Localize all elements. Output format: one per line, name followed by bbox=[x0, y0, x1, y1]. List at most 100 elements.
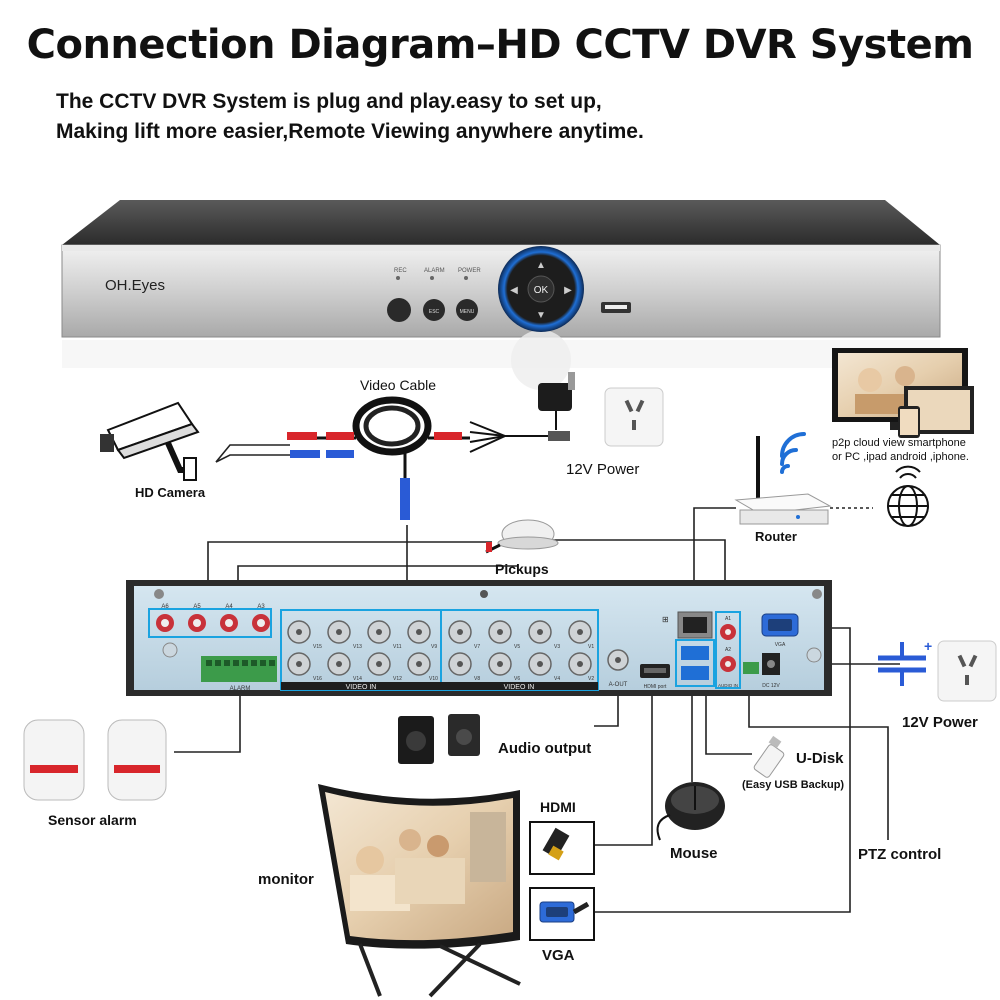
router-icon bbox=[734, 436, 832, 525]
speaker-icon bbox=[398, 714, 480, 764]
v7-label: V7 bbox=[474, 644, 480, 650]
svg-text:+: + bbox=[924, 638, 932, 654]
v10-label: V10 bbox=[429, 676, 438, 682]
v14-label: V14 bbox=[353, 676, 362, 682]
v5-label: V5 bbox=[514, 644, 520, 650]
wall-outlet-top-icon bbox=[604, 387, 664, 447]
power-led bbox=[464, 276, 468, 280]
sensor-alarm-icon bbox=[23, 719, 167, 801]
dc-label: DC 12V bbox=[762, 683, 780, 689]
brand-logo: OH.Eyes bbox=[105, 277, 165, 294]
p2p-line-1: p2p cloud view smartphone bbox=[832, 437, 966, 449]
a2-label: A2 bbox=[725, 647, 731, 653]
a5-label: A5 bbox=[193, 604, 201, 610]
a6-label: A6 bbox=[161, 604, 169, 610]
subtitle-line-1: The CCTV DVR System is plug and play.eas… bbox=[56, 90, 602, 113]
a-out-label: A-OUT bbox=[609, 682, 628, 688]
dvr-front-unit bbox=[61, 200, 941, 390]
hdmi-cable-icon bbox=[542, 827, 570, 861]
usb-flash-drive-icon bbox=[753, 735, 785, 778]
power-top-label: 12V Power bbox=[566, 461, 640, 478]
hdmi-label: HDMI bbox=[540, 799, 576, 815]
hdmi-port-label: HDMI port bbox=[644, 684, 667, 690]
alarm-led bbox=[430, 276, 434, 280]
network-icon: ⊞ bbox=[662, 615, 669, 624]
mouse-icon bbox=[656, 782, 725, 841]
esc-label: ESC bbox=[429, 309, 440, 315]
a1-label: A1 bbox=[725, 616, 731, 622]
ok-button[interactable] bbox=[527, 275, 555, 303]
audio-in-group bbox=[148, 608, 272, 638]
mouse-label: Mouse bbox=[670, 845, 718, 862]
video-cable-label: Video Cable bbox=[360, 377, 437, 393]
v6-label: V6 bbox=[514, 676, 520, 682]
vga-label: VGA bbox=[542, 947, 575, 964]
pickup-microphone-icon bbox=[485, 519, 559, 554]
audio-in-jacks[interactable] bbox=[156, 614, 270, 632]
usb-backup-label: (Easy USB Backup) bbox=[742, 779, 845, 791]
monitor-label: monitor bbox=[258, 871, 314, 888]
up-arrow-icon: ▲ bbox=[536, 260, 546, 271]
audio-output-label: Audio output bbox=[498, 740, 592, 757]
sensor-alarm-label: Sensor alarm bbox=[48, 812, 137, 828]
ok-label: OK bbox=[534, 285, 549, 296]
ir-receiver-icon bbox=[387, 298, 411, 322]
alarm-terminal-block[interactable] bbox=[201, 656, 277, 682]
a3-label: A3 bbox=[257, 604, 265, 610]
usb-port-1[interactable] bbox=[681, 646, 709, 660]
alarm-led-label: ALARM bbox=[424, 268, 445, 274]
v8-label: V8 bbox=[474, 676, 480, 682]
rs485-terminal[interactable] bbox=[743, 662, 759, 674]
right-arrow-icon: ▶ bbox=[564, 285, 572, 296]
pickups-label: Pickups bbox=[495, 561, 549, 577]
page-title: Connection Diagram–HD CCTV DVR System bbox=[26, 22, 974, 68]
menu-label: MENU bbox=[460, 309, 475, 315]
v9-label: V9 bbox=[431, 644, 437, 650]
hd-camera-label: HD Camera bbox=[135, 485, 206, 500]
v1-label: V1 bbox=[588, 644, 594, 650]
v2-label: V2 bbox=[588, 676, 594, 682]
subtitle-line-2: Making lift more easier,Remote Viewing a… bbox=[56, 120, 644, 143]
v11-label: V11 bbox=[393, 644, 402, 650]
vga-cable-icon bbox=[539, 901, 590, 923]
power-splitter bbox=[469, 421, 570, 453]
power-adapter-icon bbox=[538, 372, 575, 430]
v12-label: V12 bbox=[393, 676, 402, 682]
left-arrow-icon: ◀ bbox=[510, 285, 518, 296]
video-in-label-left: VIDEO IN bbox=[346, 684, 377, 691]
video-cable-coil bbox=[287, 396, 470, 520]
internet-globe-icon bbox=[887, 485, 929, 527]
usb-port-2[interactable] bbox=[681, 666, 709, 680]
power-led-label: POWER bbox=[458, 268, 481, 274]
a4-label: A4 bbox=[225, 604, 233, 610]
ptz-control-label: PTZ control bbox=[858, 846, 942, 863]
v4-label: V4 bbox=[554, 676, 560, 682]
audio-in-right-group bbox=[715, 611, 741, 689]
wall-outlet-right-icon bbox=[937, 640, 997, 702]
video-in-label-right: VIDEO IN bbox=[504, 684, 535, 691]
rec-led-label: REC bbox=[394, 268, 407, 274]
power-right-label: 12V Power bbox=[902, 714, 978, 731]
audio-in-label: AUDIO IN bbox=[718, 683, 738, 688]
wifi-signal-icon bbox=[780, 432, 806, 474]
p2p-devices-icon bbox=[832, 348, 974, 438]
v13-label: V13 bbox=[353, 644, 362, 650]
v3-label: V3 bbox=[554, 644, 560, 650]
alarm-label: ALARM bbox=[230, 686, 251, 692]
usb-group bbox=[675, 639, 715, 687]
u-disk-label: U-Disk bbox=[796, 750, 844, 767]
router-label: Router bbox=[755, 529, 797, 544]
p2p-line-2: or PC ,ipad android ,iphone. bbox=[832, 451, 969, 463]
v15-label: V15 bbox=[313, 644, 322, 650]
monitor-icon bbox=[318, 784, 521, 998]
hd-camera-icon bbox=[100, 401, 200, 481]
menu-button[interactable] bbox=[456, 299, 478, 321]
v16-label: V16 bbox=[313, 676, 322, 682]
rec-led bbox=[396, 276, 400, 280]
bnc-video-inputs[interactable] bbox=[287, 620, 592, 676]
down-arrow-icon: ▼ bbox=[536, 310, 546, 321]
esc-button[interactable] bbox=[423, 299, 445, 321]
vga-port-label: VGA bbox=[775, 642, 786, 648]
dc-power-symbol-icon: + bbox=[878, 638, 932, 686]
